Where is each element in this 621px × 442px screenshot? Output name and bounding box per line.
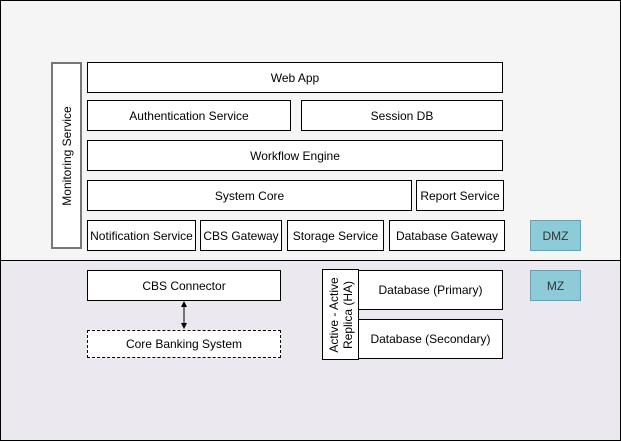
workflow-engine-box[interactable]: Workflow Engine [87, 140, 503, 171]
core-banking-system-box[interactable]: Core Banking System [87, 330, 281, 358]
cbs-connector-box[interactable]: CBS Connector [87, 270, 281, 301]
report-service-box[interactable]: Report Service [416, 180, 504, 211]
authentication-service-box[interactable]: Authentication Service [87, 100, 291, 131]
storage-service-box[interactable]: Storage Service [287, 220, 384, 251]
session-db-box[interactable]: Session DB [301, 100, 503, 131]
dmz-tag: DMZ [530, 220, 581, 251]
replica-ha-line-1: Active - Active [326, 276, 341, 353]
monitoring-service-box[interactable]: Monitoring Service [51, 62, 82, 249]
replica-ha-box[interactable]: Active - Active Replica (HA) [322, 269, 359, 360]
cbs-gateway-box[interactable]: CBS Gateway [200, 220, 282, 251]
notification-service-box[interactable]: Notification Service [87, 220, 196, 251]
database-gateway-box[interactable]: Database Gateway [389, 220, 505, 251]
replica-ha-label: Active - Active Replica (HA) [327, 277, 355, 352]
replica-ha-line-2: Replica (HA) [340, 280, 355, 349]
web-app-box[interactable]: Web App [87, 62, 503, 93]
system-core-box[interactable]: System Core [87, 180, 412, 211]
monitoring-service-label: Monitoring Service [59, 105, 74, 206]
mz-tag: MZ [530, 270, 581, 301]
database-primary-box[interactable]: Database (Primary) [358, 270, 503, 310]
database-secondary-box[interactable]: Database (Secondary) [358, 319, 503, 359]
